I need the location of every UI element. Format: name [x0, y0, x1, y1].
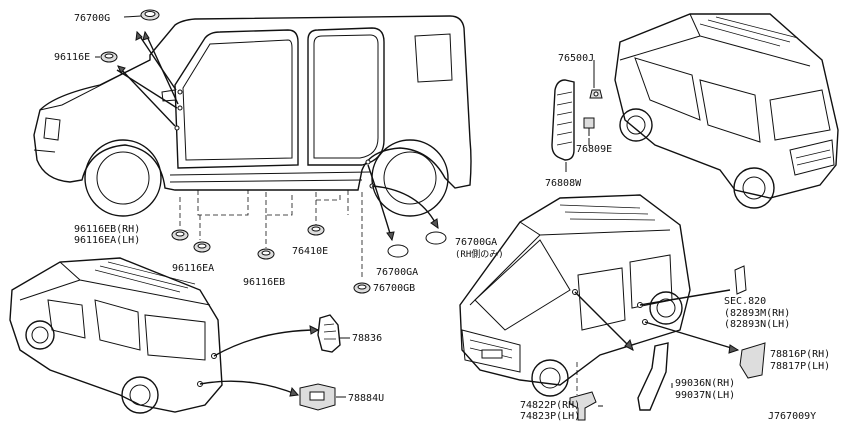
label-76700GA-rh: 76700GA	[455, 237, 497, 248]
label-82893M: (82893M(RH)	[724, 308, 790, 319]
part-78884U-bracket	[299, 383, 336, 411]
part-76808W-garnish	[551, 79, 575, 161]
part-76700GA-plug	[387, 244, 409, 258]
label-96116EA-lh: 96116EA(LH)	[74, 235, 140, 246]
leader-lines-grommets	[367, 164, 439, 242]
part-78816P-trim	[739, 342, 766, 379]
label-76700GA-rh-note: (RH側のみ)	[455, 248, 504, 260]
part-96116EB-clip-2	[257, 248, 275, 260]
leader-lines-bottom-right	[574, 289, 740, 407]
leader-lines-bottom-left	[199, 325, 350, 398]
part-76410E-clip	[307, 224, 325, 236]
part-82893-cover	[734, 265, 747, 295]
label-78836: 78836	[352, 333, 382, 344]
main-car-side-view	[33, 15, 472, 217]
car-front-left-view	[459, 194, 691, 397]
label-76410E: 76410E	[292, 246, 328, 257]
leader-lines-top	[95, 15, 179, 127]
label-96116E: 96116E	[54, 52, 90, 63]
label-76808W: 76808W	[545, 178, 582, 189]
part-96116EB-clip	[171, 229, 189, 241]
label-74823P: 74823P(LH)	[520, 411, 580, 422]
label-96116EB: 96116EB	[243, 277, 285, 288]
car-rear-three-quarter-view	[9, 257, 223, 414]
label-99037N: 99037N(LH)	[675, 390, 735, 401]
part-78836-lamp	[317, 314, 341, 353]
label-78816P: 78816P(RH)	[770, 349, 830, 360]
part-76809E-clip	[583, 117, 595, 136]
label-96116EA: 96116EA	[172, 263, 214, 274]
label-76700GA: 76700GA	[376, 267, 418, 278]
label-76700G: 76700G	[74, 13, 110, 24]
label-78817P: 78817P(LH)	[770, 361, 830, 372]
label-76500J: 76500J	[558, 53, 594, 64]
part-76700GA-plug-rh	[425, 231, 447, 245]
part-76700G-grommet	[140, 9, 160, 21]
label-82893N: (82893N(LH)	[724, 319, 790, 330]
label-74822P: 74822P(RH)	[520, 400, 580, 411]
part-96116EA-clip	[193, 241, 211, 253]
label-78884U: 78884U	[348, 393, 384, 404]
part-76500J-clip	[589, 89, 603, 99]
label-76700GB: 76700GB	[373, 283, 415, 294]
label-sec-820: SEC.820	[724, 296, 766, 307]
part-74822P-bracket	[569, 391, 597, 421]
part-96116E-clip	[100, 51, 118, 63]
leader-lines-top-right	[565, 60, 595, 172]
car-front-three-quarter-view	[614, 13, 839, 209]
label-96116EB-rh: 96116EB(RH)	[74, 224, 140, 235]
diagram-id: J767009Y	[768, 411, 816, 422]
dashed-leaders-bottom	[179, 190, 363, 280]
label-99036N: 99036N(RH)	[675, 378, 735, 389]
part-76700GB-grommet	[353, 282, 371, 294]
part-99036N-weatherstrip	[637, 342, 669, 411]
label-76809E: 76809E	[576, 144, 612, 155]
